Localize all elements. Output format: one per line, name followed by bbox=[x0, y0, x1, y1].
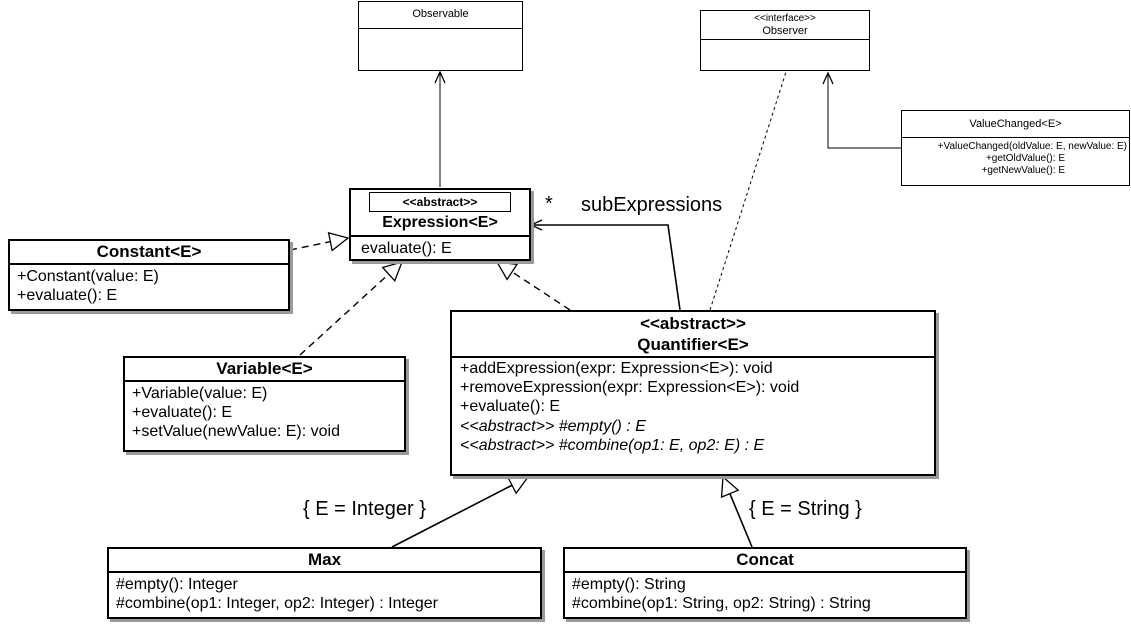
member-method: +setValue(newValue: E): void bbox=[132, 423, 340, 441]
class-expression[interactable]: <<abstract>> Expression<E> evaluate(): E bbox=[349, 188, 531, 261]
member-method: #empty(): String bbox=[572, 576, 686, 593]
class-name: Expression<E> bbox=[382, 214, 498, 231]
class-value-changed[interactable]: ValueChanged<E> +ValueChanged(oldValue: … bbox=[901, 110, 1130, 186]
member-method: +removeExpression(expr: Expression<E>): … bbox=[460, 379, 800, 397]
quantifier-realizes-expression bbox=[495, 261, 571, 311]
member-method: #empty(): Integer bbox=[116, 576, 238, 593]
class-constant[interactable]: Constant<E> +Constant(value: E) +evaluat… bbox=[8, 239, 290, 311]
member-abstract-method: <<abstract>> #empty() : E bbox=[460, 417, 646, 435]
class-stereotype: <<abstract>> bbox=[640, 314, 746, 333]
multiplicity-label: * bbox=[545, 193, 553, 215]
quantifier-implements-observer bbox=[709, 71, 787, 311]
member-method: +getOldValue(): E bbox=[985, 153, 1065, 164]
class-members: #empty(): Integer #combine(op1: Integer,… bbox=[109, 573, 540, 615]
class-concat[interactable]: Concat #empty(): String #combine(op1: St… bbox=[563, 547, 967, 619]
class-header: <<abstract>> Quantifier<E> bbox=[452, 312, 934, 358]
class-variable[interactable]: Variable<E> +Variable(value: E) +evaluat… bbox=[123, 356, 406, 452]
member-method: +evaluate(): E bbox=[17, 287, 118, 305]
class-header: Observable bbox=[359, 2, 522, 29]
class-members: #empty(): String #combine(op1: String, o… bbox=[565, 573, 965, 615]
string-binding-label: { E = String } bbox=[749, 498, 862, 520]
member-method: +getNewValue(): E bbox=[981, 165, 1065, 176]
class-header: Constant<E> bbox=[10, 241, 288, 265]
class-members: +addExpression(expr: Expression<E>): voi… bbox=[452, 358, 934, 456]
member-constructor: +Constant(value: E) bbox=[17, 268, 159, 285]
class-members: +ValueChanged(oldValue: E, newValue: E) … bbox=[902, 138, 1129, 177]
class-stereotype: <<abstract>> bbox=[369, 192, 511, 212]
integer-binding-label: { E = Integer } bbox=[303, 498, 426, 520]
class-name: Concat bbox=[736, 550, 794, 569]
class-observer[interactable]: <<interface>> Observer bbox=[700, 10, 870, 71]
class-name: Variable<E> bbox=[216, 359, 313, 378]
class-name: Observable bbox=[412, 8, 469, 20]
member-method: evaluate(): E bbox=[361, 240, 452, 257]
class-header: Max bbox=[109, 549, 540, 573]
member-method: #combine(op1: Integer, op2: Integer) : I… bbox=[116, 595, 438, 613]
concat-extends-quantifier bbox=[720, 475, 753, 548]
class-name: ValueChanged<E> bbox=[969, 118, 1062, 130]
role-label: subExpressions bbox=[581, 194, 723, 216]
class-name: Observer bbox=[762, 25, 808, 37]
member-constructor: +ValueChanged(oldValue: E, newValue: E) bbox=[937, 141, 1127, 152]
class-stereotype: <<interface>> bbox=[754, 13, 816, 24]
class-header: <<abstract>> Expression<E> bbox=[351, 190, 529, 237]
class-name: Constant<E> bbox=[96, 242, 202, 261]
variable-realizes-expression bbox=[299, 261, 404, 356]
class-name: Quantifier<E> bbox=[637, 335, 749, 354]
class-quantifier[interactable]: <<abstract>> Quantifier<E> +addExpressio… bbox=[450, 310, 936, 476]
member-method: +evaluate(): E bbox=[132, 404, 233, 422]
class-header: Concat bbox=[565, 549, 965, 573]
class-members: +Variable(value: E) +evaluate(): E +setV… bbox=[125, 382, 404, 444]
class-members: +Constant(value: E) +evaluate(): E bbox=[10, 265, 288, 307]
constant-realizes-expression bbox=[289, 231, 350, 252]
subexpressions-association bbox=[529, 219, 681, 311]
member-method: +evaluate(): E bbox=[460, 398, 561, 416]
member-method: #combine(op1: String, op2: String) : Str… bbox=[572, 595, 871, 613]
class-header: ValueChanged<E> bbox=[902, 111, 1129, 138]
valuechanged-to-observer bbox=[822, 71, 902, 149]
member-method: +addExpression(expr: Expression<E>): voi… bbox=[460, 360, 773, 377]
max-extends-quantifier bbox=[391, 476, 530, 548]
member-abstract-method: <<abstract>> #combine(op1: E, op2: E) : … bbox=[460, 436, 765, 454]
class-observable[interactable]: Observable bbox=[358, 1, 523, 71]
member-constructor: +Variable(value: E) bbox=[132, 385, 268, 402]
class-header: <<interface>> Observer bbox=[701, 11, 869, 40]
class-name: Max bbox=[307, 550, 342, 569]
class-header: Variable<E> bbox=[125, 358, 404, 382]
class-max[interactable]: Max #empty(): Integer #combine(op1: Inte… bbox=[107, 547, 542, 619]
class-members: evaluate(): E bbox=[351, 237, 529, 260]
